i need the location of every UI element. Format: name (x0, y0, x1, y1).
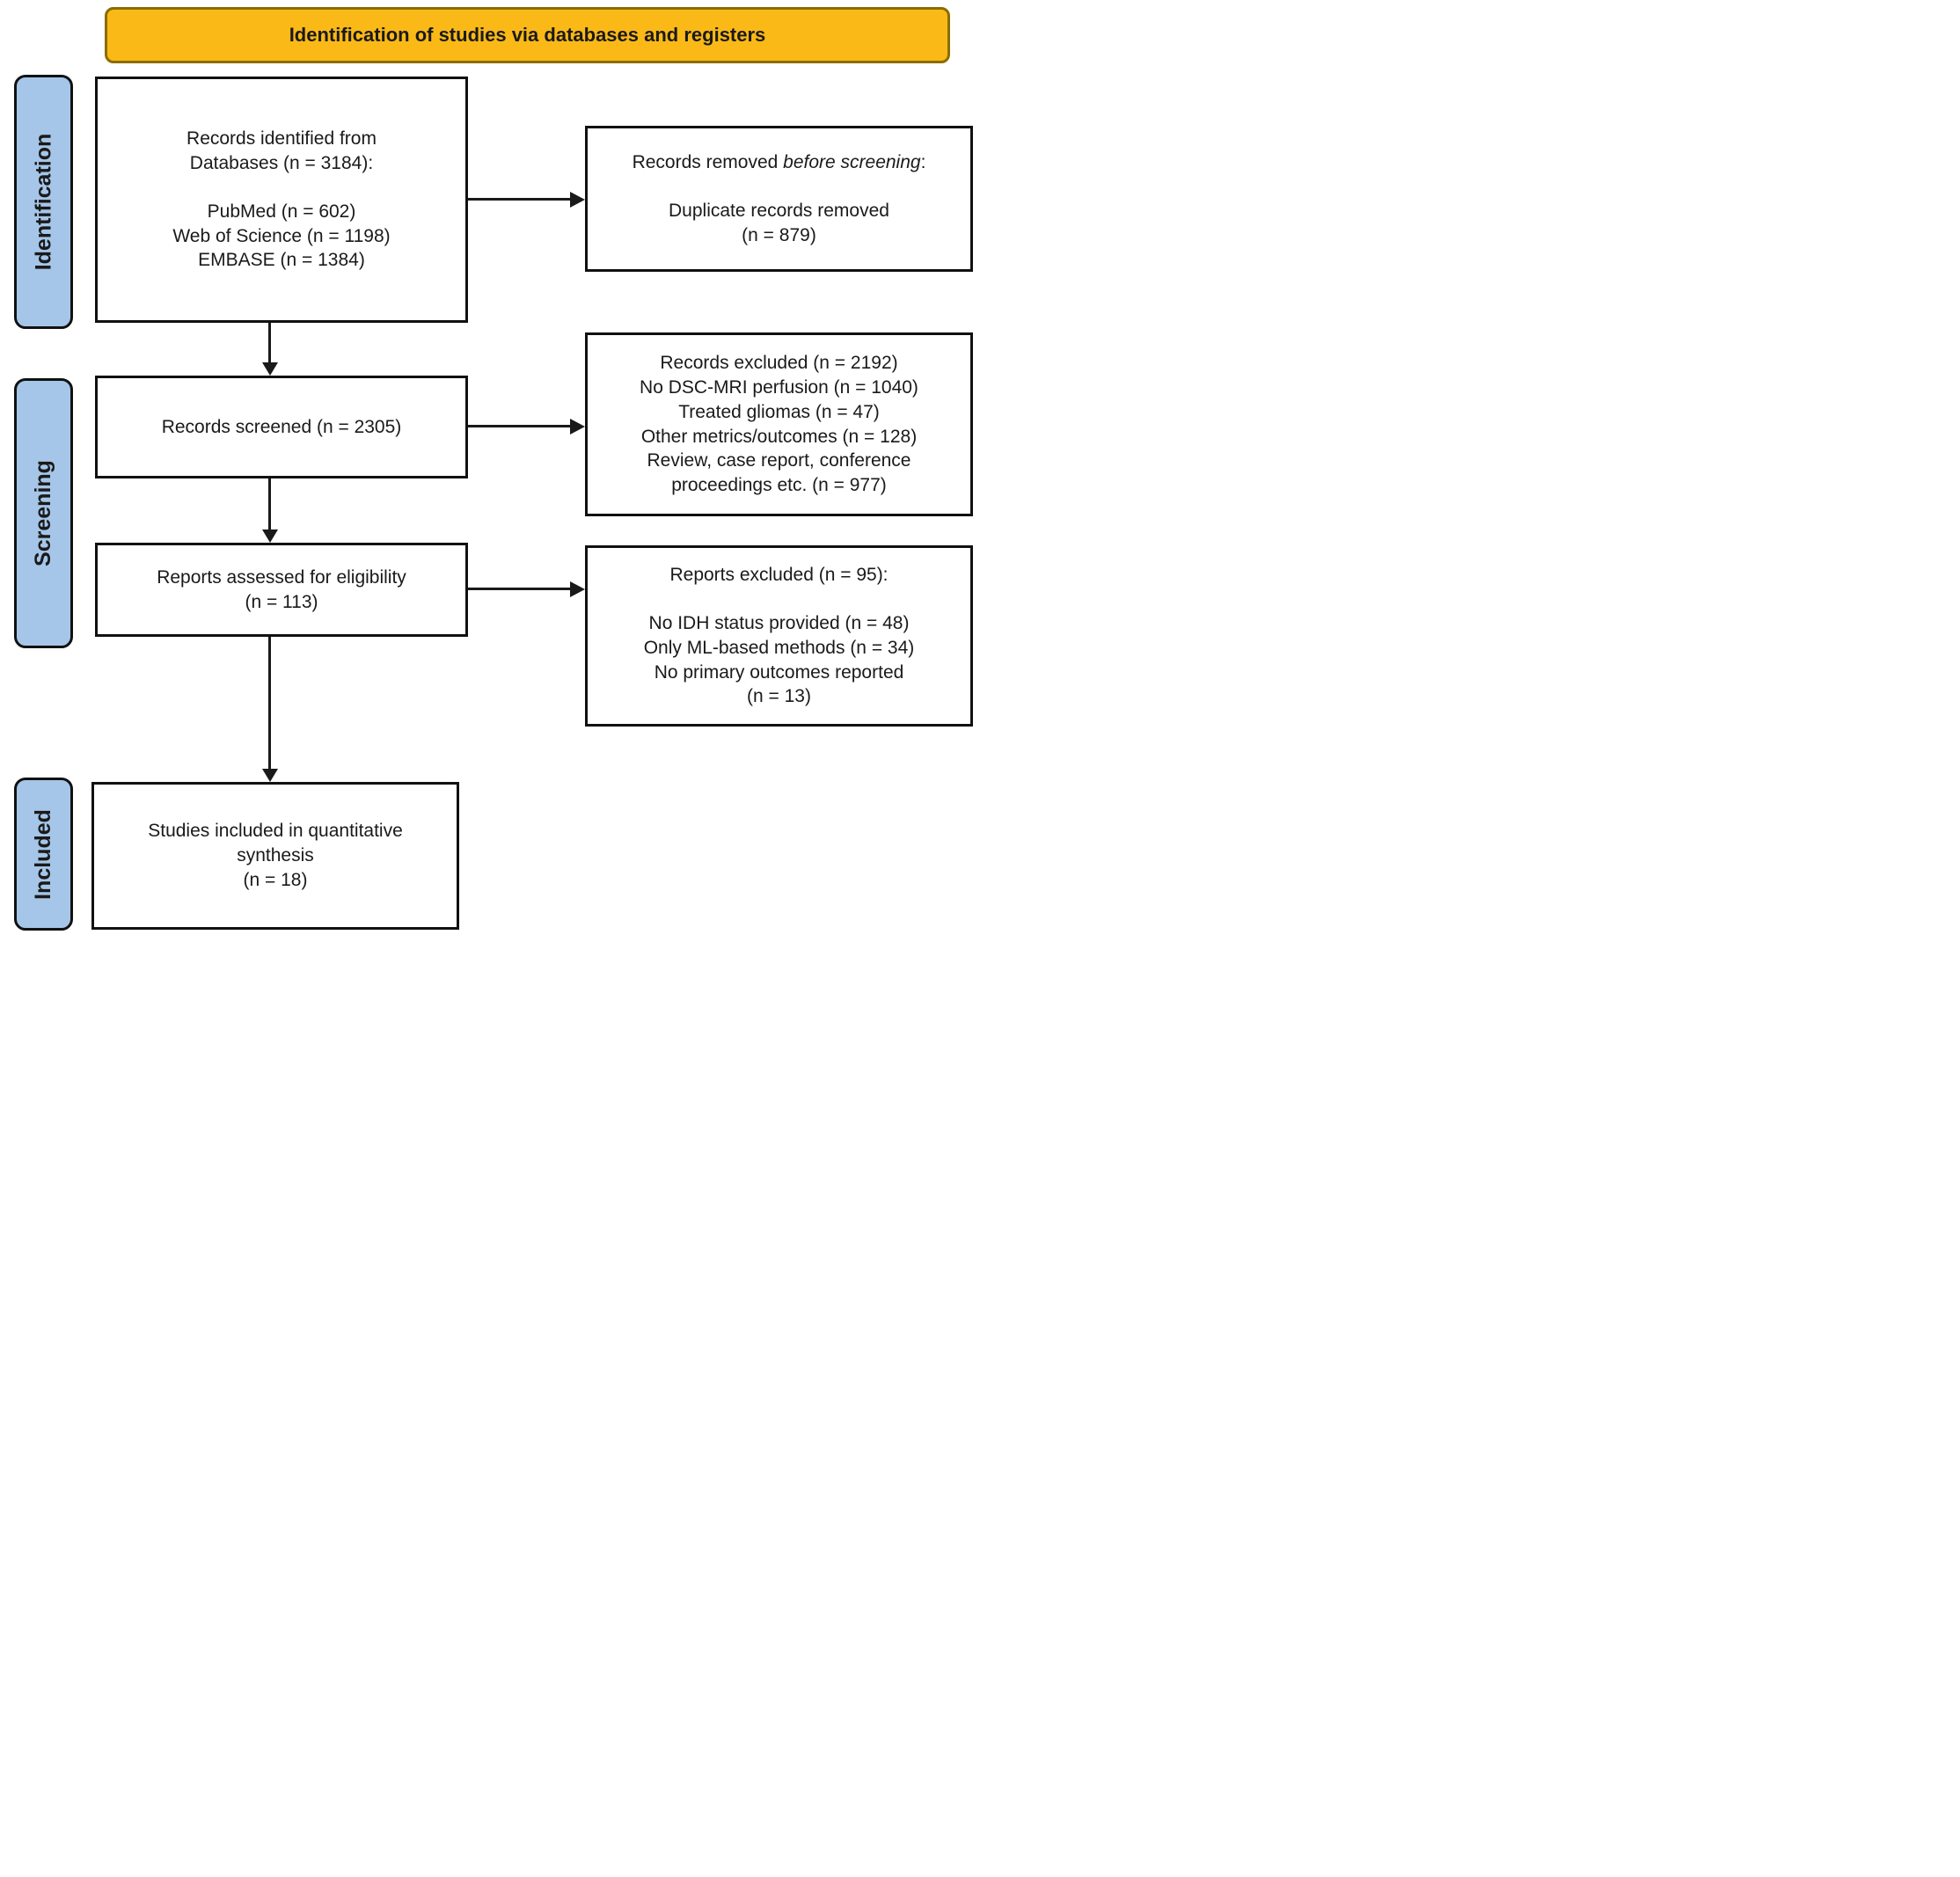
box-line: Reports assessed for eligibility (157, 566, 406, 588)
box-line: Reports excluded (n = 95): (669, 564, 889, 585)
box-line: EMBASE (n = 1384) (198, 250, 365, 271)
box-line (595, 588, 963, 612)
box-studies-included: Studies included in quantitative synthes… (91, 782, 459, 930)
arrow-screened-to-assessed (262, 478, 278, 543)
box-line: (n = 13) (747, 686, 811, 707)
box-line: synthesis (237, 845, 314, 866)
prisma-flow-diagram: Identification of studies via databases … (0, 0, 980, 938)
box-line (595, 174, 963, 199)
box-records-screened: Records screened (n = 2305) (95, 376, 468, 478)
arrow-assessed-to-included (262, 637, 278, 782)
banner-title-text: Identification of studies via databases … (289, 24, 766, 46)
box-line: PubMed (n = 602) (207, 201, 356, 222)
arrow-identified-to-removed (468, 192, 585, 208)
box-records-removed-before-screening: Records removed before screening: Duplic… (585, 126, 973, 272)
box-line: Web of Science (n = 1198) (172, 225, 391, 246)
box-line: (n = 113) (245, 591, 318, 612)
banner-title: Identification of studies via databases … (105, 7, 950, 63)
box-line: Other metrics/outcomes (n = 128) (640, 426, 918, 447)
box-line: Databases (n = 3184): (189, 152, 374, 173)
box-line: Records screened (n = 2305) (161, 416, 402, 437)
box-line (105, 175, 458, 200)
box-line: proceedings etc. (n = 977) (671, 474, 887, 495)
box-line: Duplicate records removed (669, 201, 889, 221)
stage-label-screening: Screening (14, 378, 73, 648)
box-line: Review, case report, conference (647, 450, 911, 471)
box-line: Only ML-based methods (n = 34) (643, 638, 915, 658)
box-line: No IDH status provided (n = 48) (648, 613, 910, 634)
box-reports-excluded: Reports excluded (n = 95): No IDH status… (585, 545, 973, 727)
box-line-text: Records removed (632, 151, 784, 172)
box-line: No primary outcomes reported (654, 661, 904, 683)
stage-label-screening-text: Screening (31, 460, 55, 566)
box-line: (n = 18) (243, 869, 308, 890)
box-line: Treated gliomas (n = 47) (678, 401, 880, 422)
stage-label-included: Included (14, 778, 73, 931)
box-records-identified: Records identified from Databases (n = 3… (95, 77, 468, 323)
box-line: Studies included in quantitative (148, 821, 403, 842)
stage-label-identification-text: Identification (31, 133, 55, 271)
box-reports-assessed: Reports assessed for eligibility (n = 11… (95, 543, 468, 637)
arrow-screened-to-records-excluded (468, 419, 585, 435)
box-line: Records excluded (n = 2192) (660, 353, 898, 374)
box-records-excluded: Records excluded (n = 2192) No DSC-MRI p… (585, 332, 973, 516)
box-line-text: : (920, 151, 926, 172)
stage-label-included-text: Included (31, 808, 56, 900)
box-line: Records removed before screening: (595, 150, 963, 175)
box-line-italic-text: before screening (783, 151, 921, 172)
box-line: (n = 879) (742, 224, 816, 245)
box-line: No DSC-MRI perfusion (n = 1040) (640, 377, 918, 398)
arrow-identified-to-screened (262, 323, 278, 376)
arrow-assessed-to-reports-excluded (468, 581, 585, 597)
box-line: Records identified from (186, 128, 377, 149)
stage-label-identification: Identification (14, 75, 73, 329)
